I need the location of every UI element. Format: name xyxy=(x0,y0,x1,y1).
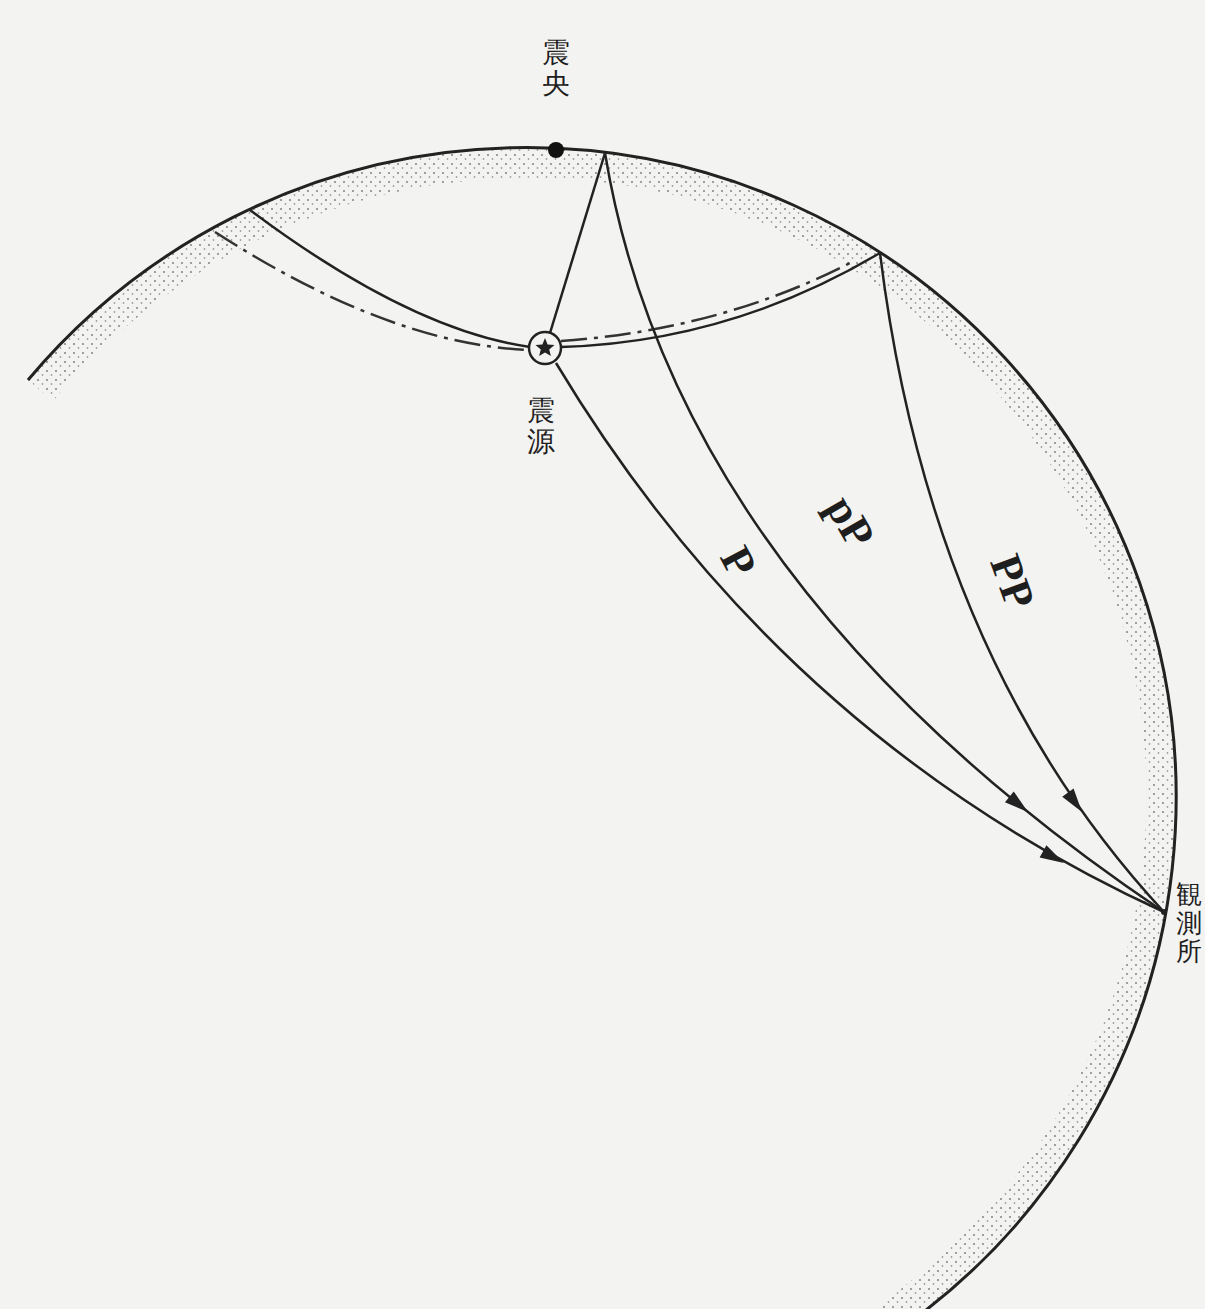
arrowhead xyxy=(1062,788,1087,816)
ray-line xyxy=(561,253,880,347)
ray-label: pP xyxy=(818,489,882,555)
epicenter-dot xyxy=(548,142,564,158)
arrowhead xyxy=(1040,845,1068,869)
ray-pp-depth xyxy=(605,153,1164,912)
ray-label: PP xyxy=(982,549,1042,615)
station-point xyxy=(1161,909,1167,915)
ray-label: P xyxy=(712,540,763,584)
ray-pp xyxy=(880,253,1164,912)
arrowhead xyxy=(1005,791,1032,817)
boundary-line xyxy=(561,262,852,341)
station-label: 観測所 xyxy=(1176,880,1202,966)
hypocenter-star xyxy=(536,338,555,356)
crust-band xyxy=(28,148,1176,1309)
epicenter-label: 震央 xyxy=(542,38,570,100)
earth-surface xyxy=(28,148,1176,1309)
ray-line xyxy=(550,153,605,333)
hypocenter-label: 震源 xyxy=(527,396,555,458)
ray-p xyxy=(556,363,1164,912)
hypocenter-symbol xyxy=(529,332,561,364)
ray-line xyxy=(250,210,530,347)
